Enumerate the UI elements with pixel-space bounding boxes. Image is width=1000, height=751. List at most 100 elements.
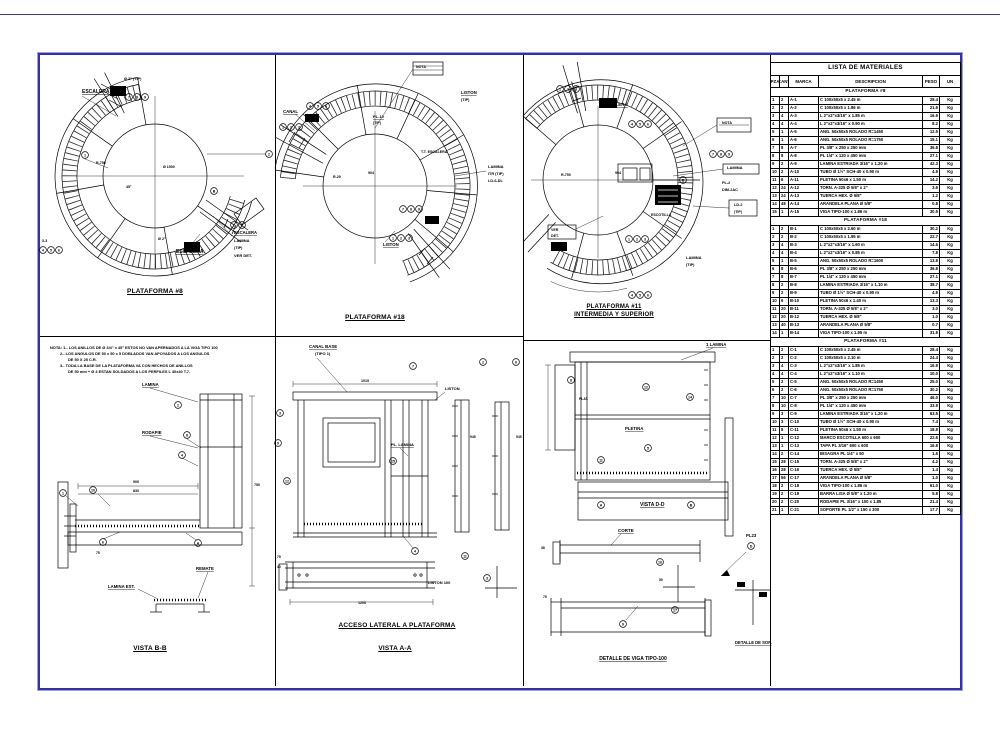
table-cell: 10.0 <box>923 371 940 378</box>
callout-balloon <box>194 539 202 547</box>
callout-number: 4 <box>181 453 183 457</box>
table-cell: 2 <box>780 355 789 362</box>
callout-balloon <box>572 85 580 93</box>
panel-divider-horizontal-2 <box>523 340 770 341</box>
plan-2-annotations: CANALNOTAPL-10(TIP)LISTON(TIP)LAMINAITR … <box>279 65 504 247</box>
table-cell: ANG. 50x50x5 ROLADO R=1750 <box>819 387 923 394</box>
table-cell: Kg <box>947 113 953 118</box>
callout-balloon <box>597 501 605 509</box>
table-cell: 31.9 <box>923 330 940 337</box>
table-cell: 22.6 <box>923 435 940 442</box>
table-cell: C-15 <box>789 459 819 466</box>
callout-balloon <box>409 362 417 370</box>
table-cell: Kg <box>947 322 953 327</box>
table-cell: 28 <box>780 467 789 474</box>
callout-number: 10 <box>91 488 95 492</box>
cad-label: 3.- TODA LA BASE DE LA PLATAFORMA VA CON… <box>60 363 193 368</box>
title-vista-aa: VISTA A-A <box>378 645 412 652</box>
cad-label: ESCALERA <box>82 89 110 95</box>
callout-balloon <box>230 221 238 229</box>
plan-plataforma-18: CANALNOTAPL-10(TIP)LISTON(TIP)LAMINAITR … <box>274 61 504 283</box>
callout-balloon <box>389 234 397 242</box>
table-cell: 4 <box>780 250 789 257</box>
callout-number: 3 <box>644 237 646 241</box>
table-cell: 21.6 <box>923 105 940 112</box>
callout-number: 6 <box>325 104 327 108</box>
table-cell: 21 <box>771 507 780 514</box>
table-cell: LAMINA ESTRIADA 3/16" x 1.10 m <box>819 282 923 289</box>
table-cell: 6 <box>771 266 780 273</box>
cad-label: 75 <box>96 551 100 555</box>
table-cell: ANG. 50x50x5 ROLADO R=1750 <box>819 137 923 144</box>
table-cell: 8 <box>780 153 789 160</box>
table-cell: 4.9 <box>923 290 940 297</box>
callout-number: 3 <box>279 411 281 415</box>
callout-balloon <box>283 477 291 485</box>
callout-balloon <box>314 102 322 110</box>
table-cell: 10 <box>771 298 780 305</box>
callout-number: 9 <box>728 152 730 156</box>
callout-number: 2 <box>268 152 270 156</box>
callout-number: 3 <box>408 236 410 240</box>
table-cell: Kg <box>947 306 953 311</box>
table-cell: Kg <box>947 363 953 368</box>
title-acceso-lateral: ACCESO LATERAL A PLATAFORMA <box>338 622 456 629</box>
callout-balloon <box>479 358 487 366</box>
table-cell: 5 <box>771 258 780 265</box>
cad-label: Ø 2" (TIP) <box>124 77 142 81</box>
table-cell: 15.1 <box>923 137 940 144</box>
table-cell: A-15 <box>789 209 819 216</box>
table-cell: 42.3 <box>923 161 940 168</box>
callout-balloon <box>619 620 627 628</box>
callout-balloon <box>279 123 287 131</box>
table-cell: PLETINA 50x6 x 1.40 m <box>819 298 923 305</box>
cad-label: CANAL BASE <box>309 344 337 349</box>
table-cell: Kg <box>947 193 953 198</box>
table-cell: 4 <box>771 371 780 378</box>
cad-label: DIM-2AC <box>722 188 738 192</box>
table-cell: C-21 <box>789 507 819 514</box>
table-cell: 1.0 <box>923 475 940 482</box>
header-peso: PESO <box>923 76 940 87</box>
table-cell: 17 <box>771 475 780 482</box>
callout-balloon <box>47 246 55 254</box>
callout-number: 6 <box>647 293 649 297</box>
callout-balloon <box>99 538 107 546</box>
table-cell: 0.8 <box>923 201 940 208</box>
table-cell: 1 <box>780 258 789 265</box>
table-cell: 8 <box>771 153 780 160</box>
callout-number: 5 <box>639 293 641 297</box>
callout-number: 7 <box>712 152 714 156</box>
callout-number: 9 <box>277 441 279 445</box>
title-plataforma-11: PLATAFORMA #11 INTERMEDIA Y SUPERIOR <box>553 303 675 319</box>
side-view <box>57 387 255 613</box>
callout-balloon <box>556 85 564 93</box>
callout-number: 8 <box>136 95 138 99</box>
table-cell: A-1 <box>789 97 819 104</box>
cad-label: NOTA <box>722 121 732 125</box>
table-cell: 11 <box>771 427 780 434</box>
callout-number: 3 <box>486 576 488 580</box>
table-cell: 21.4 <box>923 499 940 506</box>
table-cell: L 2"x2"x3/16" x 1.85 m <box>819 113 923 120</box>
callout-balloon <box>81 151 89 159</box>
callout-balloon <box>717 150 725 158</box>
callout-number: 14 <box>688 395 692 399</box>
table-cell: LAMINA ESTRIADA 3/16" x 1.20 m <box>819 161 923 168</box>
cad-label: VER <box>551 228 559 232</box>
cad-label: DETALLE DE SOP. <box>735 640 772 645</box>
table-cell: 22.7 <box>923 234 940 241</box>
table-cell: 6 <box>780 177 789 184</box>
table-cell: 7 <box>771 145 780 152</box>
table-cell: Kg <box>947 242 953 247</box>
table-cell: 4 <box>780 113 789 120</box>
header-descripcion: DESCRIPCION <box>819 76 923 87</box>
callout-number: 1 <box>62 491 64 495</box>
table-cell: Kg <box>947 435 953 440</box>
